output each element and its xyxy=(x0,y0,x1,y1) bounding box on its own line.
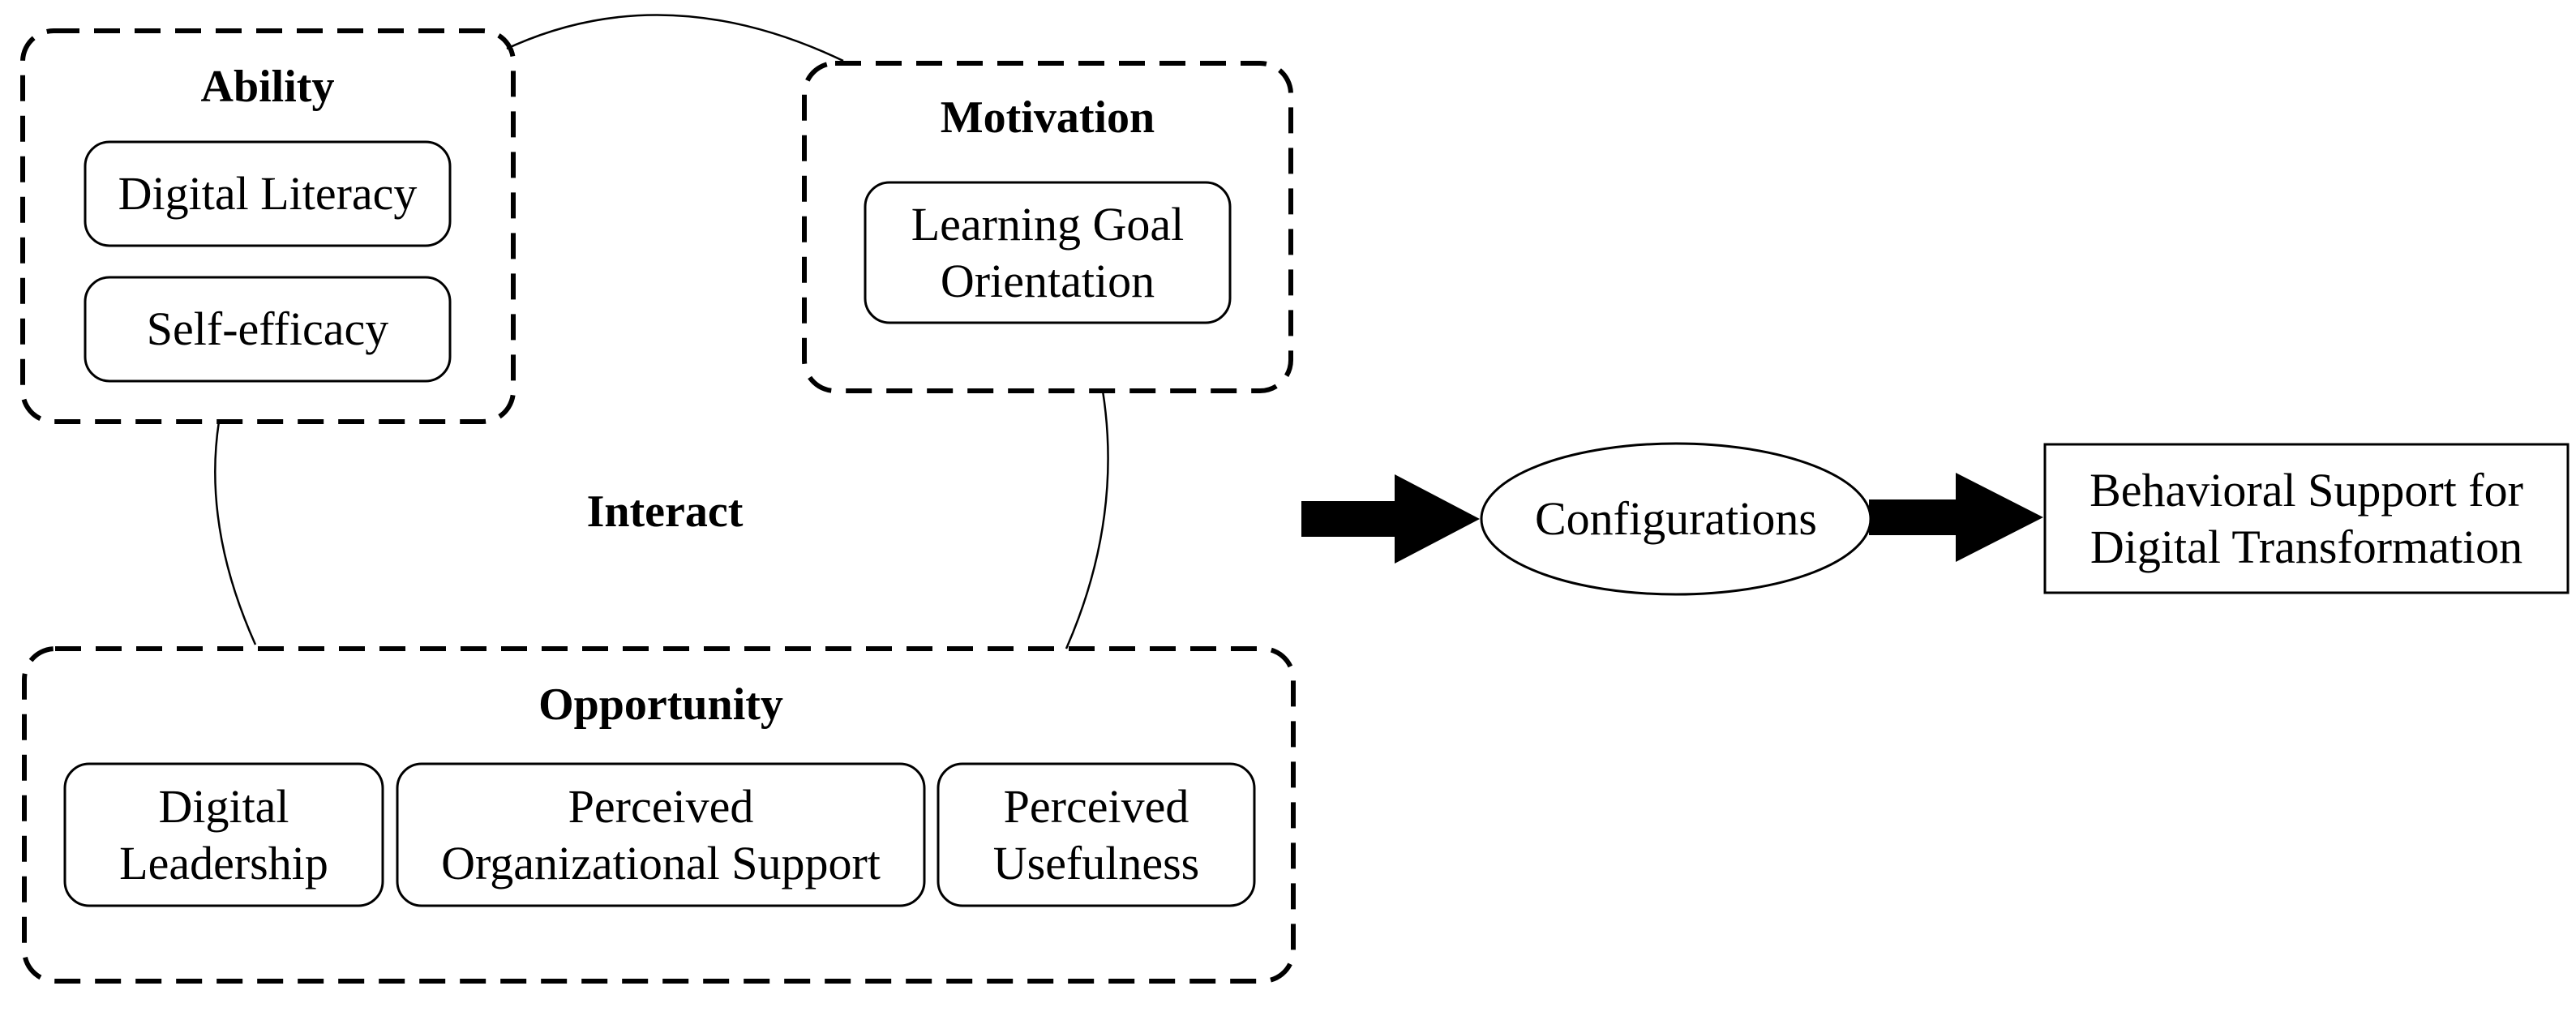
configurations-ellipse xyxy=(1480,442,1872,596)
outcome-line2: Digital Transformation xyxy=(2090,520,2523,573)
perceived-usefulness-line1: Perceived xyxy=(1003,779,1189,833)
arc-motivation-opportunity xyxy=(1065,390,1109,649)
motivation-title: Motivation xyxy=(940,92,1155,143)
digital-leadership-label: Digital Leadership xyxy=(65,764,383,906)
arrow-to-outcome-icon xyxy=(1869,473,2043,562)
arc-ability-motivation xyxy=(506,14,844,62)
perceived-organizational-support-line2: Organizational Support xyxy=(441,836,881,890)
perceived-usefulness-box xyxy=(937,762,1256,907)
perceived-usefulness-label: Perceived Usefulness xyxy=(938,764,1254,906)
digital-literacy-box xyxy=(84,140,452,247)
digital-leadership-line1: Digital xyxy=(158,779,289,833)
interact-label: Interact xyxy=(586,487,744,538)
ability-title: Ability xyxy=(200,61,335,112)
learning-goal-orientation-line2: Orientation xyxy=(940,254,1155,307)
learning-goal-orientation-line1: Learning Goal xyxy=(911,197,1185,251)
self-efficacy-label: Self-efficacy xyxy=(146,302,389,356)
digital-leadership-box xyxy=(63,762,384,907)
opportunity-title: Opportunity xyxy=(538,679,783,730)
arc-ability-opportunity xyxy=(214,421,257,645)
configurations-label: Configurations xyxy=(1535,492,1817,546)
digital-leadership-line2: Leadership xyxy=(119,836,328,890)
arrow-to-configurations-icon xyxy=(1301,474,1480,564)
outcome-label: Behavioral Support for Digital Transform… xyxy=(2045,444,2568,593)
perceived-organizational-support-line1: Perceived xyxy=(568,779,754,833)
ability-group-frame xyxy=(20,28,516,424)
digital-literacy-label: Digital Literacy xyxy=(118,167,418,221)
motivation-group-frame xyxy=(802,61,1293,393)
learning-goal-orientation-box xyxy=(864,181,1232,324)
learning-goal-orientation-label: Learning Goal Orientation xyxy=(865,182,1230,323)
outcome-line1: Behavioral Support for xyxy=(2090,463,2523,517)
opportunity-group-frame xyxy=(22,646,1296,984)
perceived-organizational-support-label: Perceived Organizational Support xyxy=(397,764,924,906)
outcome-box xyxy=(2043,443,2570,594)
self-efficacy-box xyxy=(84,276,452,383)
perceived-organizational-support-box xyxy=(396,762,926,907)
perceived-usefulness-line2: Usefulness xyxy=(992,836,1200,890)
